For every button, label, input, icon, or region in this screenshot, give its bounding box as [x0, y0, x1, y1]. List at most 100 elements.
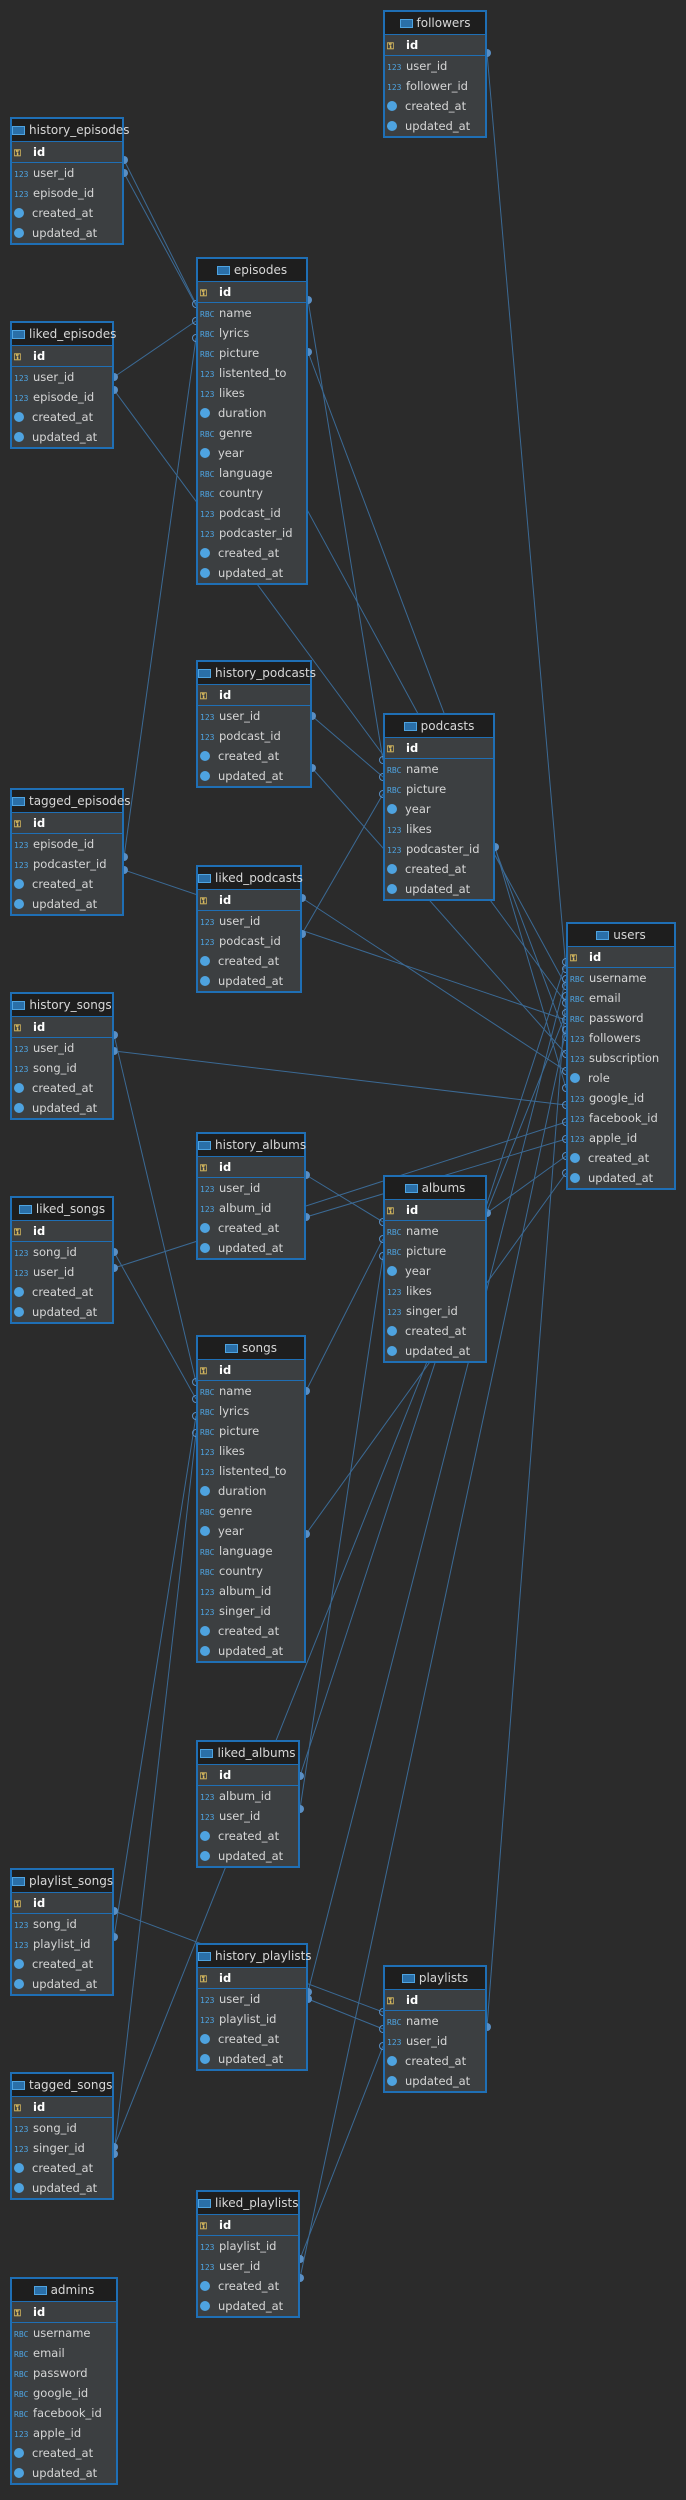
- table-header[interactable]: playlists: [385, 1967, 485, 1990]
- table-header[interactable]: tagged_episodes: [12, 790, 130, 813]
- column-row[interactable]: created_at: [198, 2029, 306, 2049]
- column-row[interactable]: ⚿id: [385, 738, 493, 759]
- column-row[interactable]: ⚿id: [385, 1200, 485, 1221]
- column-row[interactable]: created_at: [198, 1621, 304, 1641]
- column-row[interactable]: updated_at: [568, 1168, 674, 1188]
- column-row[interactable]: created_at: [12, 874, 122, 894]
- column-row[interactable]: created_at: [385, 1321, 485, 1341]
- column-row[interactable]: updated_at: [12, 894, 122, 914]
- column-row[interactable]: updated_at: [198, 1238, 304, 1258]
- table-header[interactable]: liked_playlists: [198, 2192, 298, 2215]
- column-row[interactable]: year: [198, 443, 306, 463]
- column-row[interactable]: created_at: [385, 96, 485, 116]
- column-row[interactable]: created_at: [12, 1078, 112, 1098]
- column-row[interactable]: updated_at: [198, 1641, 304, 1661]
- column-row[interactable]: created_at: [198, 543, 306, 563]
- table-header[interactable]: podcasts: [385, 715, 493, 738]
- column-row[interactable]: updated_at: [385, 2071, 485, 2091]
- table-header[interactable]: playlist_songs: [12, 1870, 113, 1893]
- column-row[interactable]: updated_at: [12, 223, 122, 243]
- column-row[interactable]: ⚿id: [12, 2302, 116, 2323]
- column-row[interactable]: updated_at: [12, 1302, 112, 1322]
- column-row[interactable]: updated_at: [385, 1341, 485, 1361]
- column-row[interactable]: created_at: [385, 2051, 485, 2071]
- column-row[interactable]: created_at: [12, 407, 112, 427]
- table-header[interactable]: followers: [385, 12, 485, 35]
- column-row[interactable]: updated_at: [12, 2463, 116, 2483]
- column-row[interactable]: updated_at: [198, 2049, 306, 2069]
- column-row[interactable]: ⚿id: [385, 1990, 485, 2011]
- column-row[interactable]: ⚿id: [198, 1765, 298, 1786]
- column-row[interactable]: updated_at: [385, 116, 485, 136]
- table-header[interactable]: episodes: [198, 259, 306, 282]
- table-header[interactable]: songs: [198, 1337, 304, 1360]
- column-row[interactable]: created_at: [12, 2158, 112, 2178]
- column-row[interactable]: year: [385, 1261, 485, 1281]
- column-row[interactable]: updated_at: [385, 879, 493, 899]
- column-row[interactable]: ⚿id: [198, 2215, 298, 2236]
- column-row[interactable]: updated_at: [12, 1974, 112, 1994]
- table-header[interactable]: liked_podcasts: [198, 867, 303, 890]
- table-header[interactable]: history_podcasts: [198, 662, 316, 685]
- table-header[interactable]: admins: [12, 2279, 116, 2302]
- column-row[interactable]: created_at: [12, 203, 122, 223]
- column-row[interactable]: ⚿id: [198, 282, 306, 303]
- column-row[interactable]: created_at: [568, 1148, 674, 1168]
- column-row[interactable]: ⚿id: [198, 890, 300, 911]
- column-row[interactable]: created_at: [198, 1218, 304, 1238]
- column-row[interactable]: year: [198, 1521, 304, 1541]
- column-row[interactable]: ⚿id: [385, 35, 485, 56]
- column-row[interactable]: ⚿id: [568, 947, 674, 968]
